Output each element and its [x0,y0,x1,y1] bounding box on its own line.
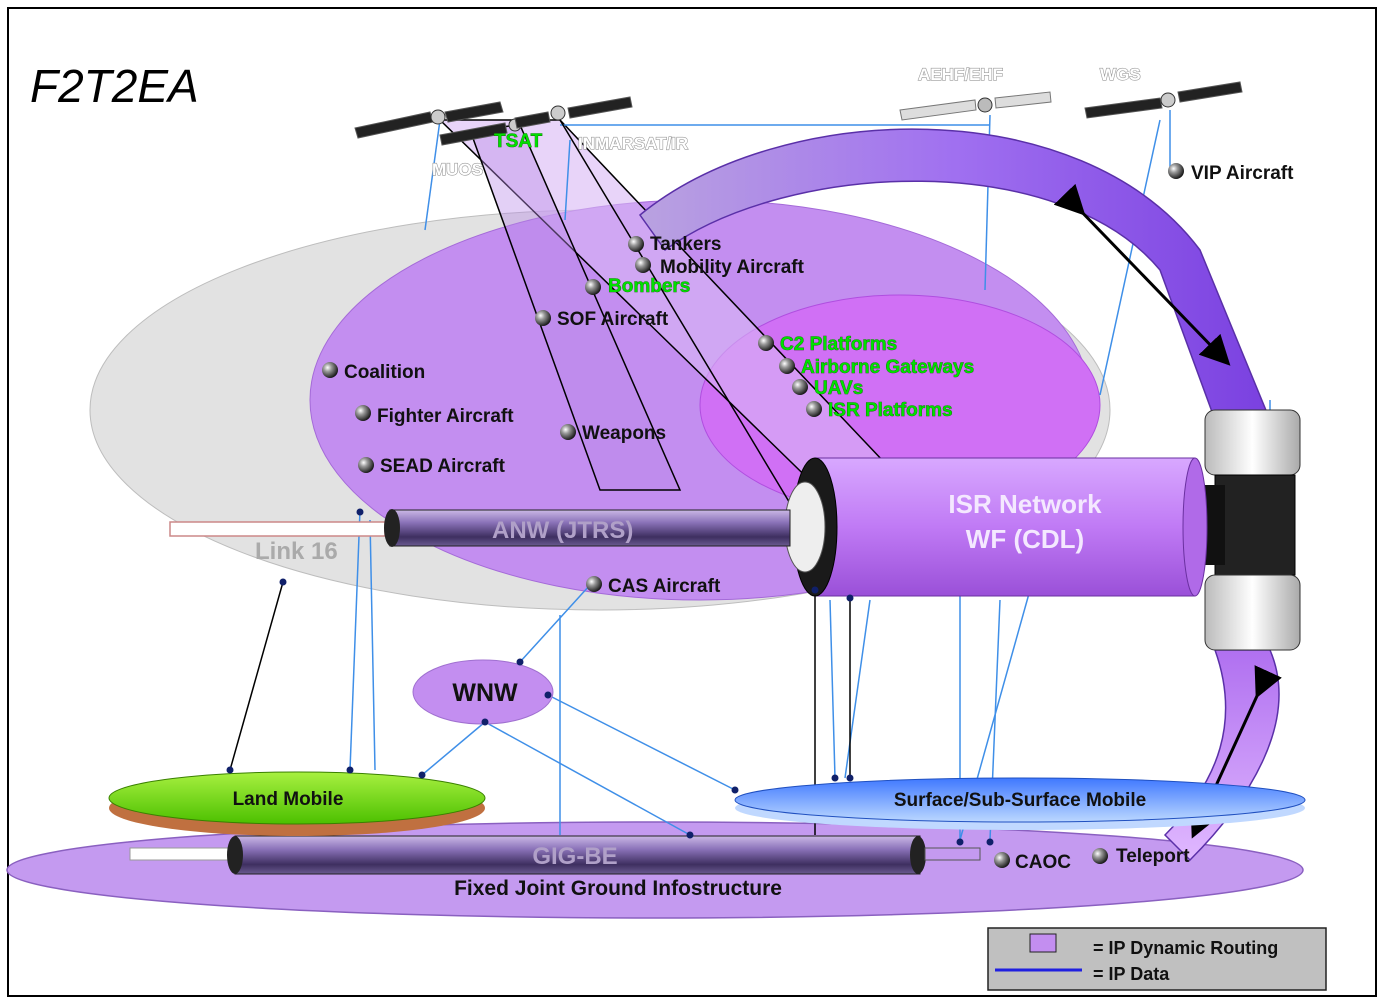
label-isr-network-line1: ISR Network [948,489,1102,519]
ball-isr-platforms [806,401,822,417]
legend-data-label: = IP Data [1093,964,1170,984]
label-muos: MUOS [432,160,483,179]
anw-pipe [169,509,791,547]
label-teleport: Teleport [1116,846,1190,867]
satellite-muos [354,101,504,139]
label-sof-aircraft: SOF Aircraft [557,309,669,330]
label-c2-platforms: C2 Platforms [780,334,897,355]
label-cas-aircraft: CAS Aircraft [608,576,721,597]
gig-be-pipe [129,835,981,875]
ball-vip-aircraft [1168,163,1184,179]
label-vip-aircraft: VIP Aircraft [1191,163,1294,184]
satellite-wgs [1084,81,1243,119]
label-aehf: AEHF/EHF [918,65,1003,84]
ball-uavs [792,379,808,395]
ball-c2 [758,335,774,351]
surface-mobile-platform [734,777,1306,830]
ball-weapons [560,424,576,440]
label-link16: Link 16 [255,538,338,565]
legend: = IP Dynamic Routing = IP Data [987,927,1327,991]
label-sead-aircraft: SEAD Aircraft [380,456,506,477]
label-wnw: WNW [452,679,518,707]
satellite-inmarsat [514,96,633,129]
arc-top-arrow [1053,183,1231,366]
label-fixed-ground: Fixed Joint Ground Infostructure [454,877,782,900]
node-balls [322,163,1184,868]
label-isr-network-line2: WF (CDL) [966,524,1084,554]
ball-mobility [635,257,651,273]
ball-bombers [585,279,601,295]
label-coalition: Coalition [344,362,425,383]
land-mobile-platform [108,771,486,836]
legend-routing-swatch [1029,933,1057,953]
isr-network-cylinder [784,457,1208,597]
junction-dots [226,508,994,846]
ball-fighter [355,405,371,421]
label-mobility-aircraft: Mobility Aircraft [660,257,805,278]
label-tankers: Tankers [650,234,721,255]
ball-coalition [322,362,338,378]
label-uavs: UAVs [814,378,863,399]
label-land-mobile: Land Mobile [233,789,344,810]
ball-caoc [994,852,1010,868]
label-surface-mobile: Surface/Sub-Surface Mobile [894,790,1146,811]
label-caoc: CAOC [1015,852,1071,873]
tee-fitting [1195,409,1301,651]
label-bombers: Bombers [608,276,690,297]
legend-routing-label: = IP Dynamic Routing [1093,938,1278,958]
label-gig-be: GIG-BE [532,843,617,870]
ball-sof [535,310,551,326]
label-airborne-gateways: Airborne Gateways [801,357,974,378]
ball-sead [358,457,374,473]
diagram-title: F2T2EA [30,60,199,112]
label-wgs: WGS [1100,65,1141,84]
label-tsat: TSAT [494,131,543,152]
label-inmarsat: INMARSAT/IR [578,134,688,153]
satellite-aehf [899,91,1052,121]
ball-teleport [1092,848,1108,864]
ball-cas [586,576,602,592]
label-isr-platforms: ISR Platforms [828,400,953,421]
label-weapons: Weapons [582,423,666,444]
ball-tankers [628,236,644,252]
label-anw: ANW (JTRS) [492,517,633,544]
ball-gateways [779,358,795,374]
label-fighter-aircraft: Fighter Aircraft [377,406,514,427]
